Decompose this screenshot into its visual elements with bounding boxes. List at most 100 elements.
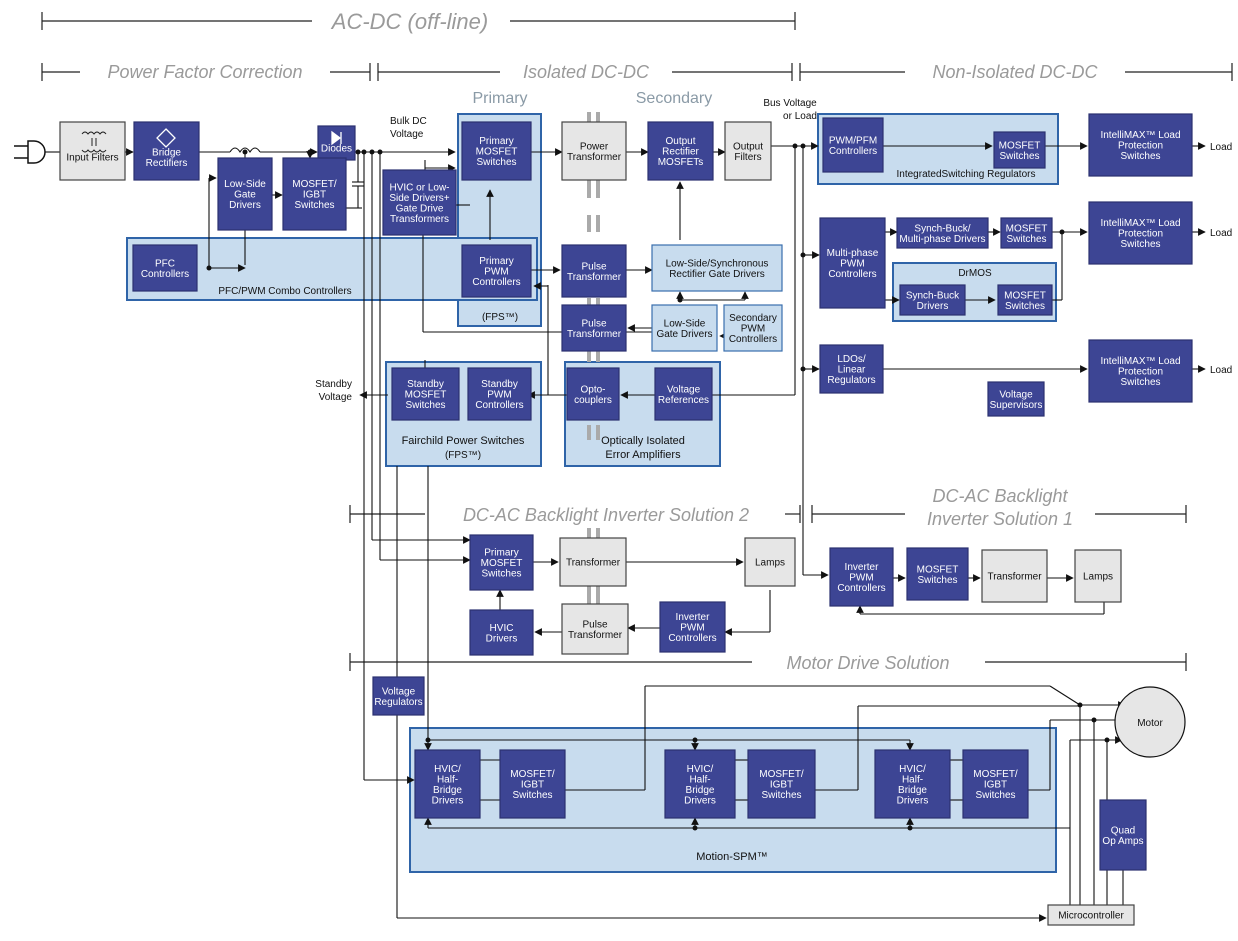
block-inv2-transformer-line-0: Transformer (566, 558, 621, 569)
block-intellimax-3-line-1: Protection (1118, 367, 1163, 378)
fairchild-switches-label-2: (FPS™) (445, 450, 481, 461)
block-low-side-gate-drivers-line-1: Gate (234, 190, 256, 201)
block-hvic-half-bridge-3-line-1: Half- (902, 774, 923, 785)
bridge-rectifier-icon (156, 128, 176, 148)
block-low-side-gate-drivers-2-line-0: Low-Side (664, 318, 706, 329)
block-hvic-half-bridge-3-line-0: HVIC/ (899, 764, 926, 775)
block-synch-buck-drivers-line-0: Synch-Buck (906, 290, 960, 301)
motor-label: Motor (1137, 718, 1163, 729)
block-primary-pwm-controllers-line-1: PWM (484, 267, 508, 278)
load-label-1: Load (1210, 142, 1232, 153)
block-hvic-half-bridge-1-line-0: HVIC/ (434, 764, 461, 775)
diode-icon (331, 130, 342, 146)
load-label-3: Load (1210, 365, 1232, 376)
ac-plug-icon (14, 140, 46, 164)
block-quad-op-amps-line-1: Op Amps (1102, 836, 1143, 847)
block-inv2-transformer: Transformer (559, 537, 627, 587)
title-isolated: Isolated DC-DC (523, 62, 650, 82)
block-mosfet-igbt-3-line-0: MOSFET/ (973, 769, 1018, 780)
opto-isolated-label-2: Error Amplifiers (605, 449, 681, 461)
block-mosfet-igbt-1-box (499, 749, 566, 819)
block-low-side-gate-drivers-2-box (651, 304, 718, 352)
block-inv2-primary-mosfet-line-0: Primary (484, 548, 518, 559)
block-primary-pwm-controllers-box (461, 244, 532, 298)
block-hvic-gate-drive-line-1: Side Drivers+ (389, 193, 449, 204)
block-intellimax-2-line-1: Protection (1118, 229, 1163, 240)
block-inv2-lamps: Lamps (744, 537, 796, 587)
block-intellimax-3-box (1088, 339, 1193, 403)
block-hvic-gate-drive-line-3: Transformers (390, 214, 449, 225)
block-inv2-pulse-transformer-box (561, 603, 629, 655)
block-inv1-transformer-line-0: Transformer (987, 572, 1042, 583)
light-blocks: Input FiltersPowerTransformerOutputFilte… (59, 121, 1135, 926)
block-voltage-references-line-1: References (658, 395, 709, 406)
block-voltage-regulators-box (372, 676, 425, 716)
block-mosfet-switches-mp-line-0: MOSFET (1006, 223, 1048, 234)
block-secondary-pwm-controllers-box (723, 304, 783, 352)
block-pulse-transformer-2-line-1: Transformer (567, 329, 622, 340)
block-mosfet-switches-mp-box (1000, 217, 1053, 249)
block-mosfet-igbt-2-line-1: IGBT (770, 780, 793, 791)
opto-isolated-label-1: Optically Isolated (601, 435, 685, 447)
block-mosfet-switches-isr-line-0: MOSFET (999, 140, 1041, 151)
block-microcontroller-box (1047, 904, 1135, 926)
block-inv2-inverter-pwm-line-1: PWM (680, 623, 704, 634)
block-inv2-lamps-box (744, 537, 796, 587)
block-standby-mosfet-switches-line-1: MOSFET (405, 390, 447, 401)
block-power-transformer-box (561, 121, 627, 181)
block-multiphase-pwm-line-1: PWM (840, 259, 864, 270)
block-synch-buck-multiphase-line-0: Synch-Buck/ (914, 223, 970, 234)
title-ac-dc: AC-DC (off-line) (330, 9, 488, 34)
block-pwm-pfm-controllers-box (822, 117, 884, 173)
block-ldos-line-2: Regulators (827, 375, 875, 386)
block-mosfet-switches-isr-box (993, 131, 1046, 169)
block-bridge-rectifiers-box (133, 121, 200, 181)
block-pfc-controllers-box (132, 244, 198, 292)
input-filter-symbol (81, 131, 107, 153)
dark-blocks: BridgeRectifiersDiodesLow-SideGateDriver… (132, 113, 1193, 871)
block-power-transformer-line-0: Power (580, 141, 609, 152)
group-labels: PFC/PWM Combo Controllers (FPS™) Integra… (218, 169, 1035, 863)
block-intellimax-1-box (1088, 113, 1193, 177)
block-mosfet-igbt-switches-line-2: Switches (294, 200, 334, 211)
section-rulers (41, 12, 1233, 671)
block-standby-mosfet-switches-box (391, 367, 460, 421)
block-mosfet-igbt-1-line-1: IGBT (521, 780, 544, 791)
block-mosfet-igbt-3-line-2: Switches (975, 790, 1015, 801)
block-mosfet-igbt-3-line-1: IGBT (984, 780, 1007, 791)
block-secondary-pwm-controllers-line-0: Secondary (729, 313, 777, 324)
block-voltage-supervisors-box (987, 381, 1045, 417)
block-quad-op-amps-line-0: Quad (1111, 825, 1135, 836)
block-mosfet-switches-drmos-box (997, 284, 1053, 316)
block-output-rectifier-mosfets-line-0: Output (665, 136, 695, 147)
block-inv1-mosfet-switches-box (906, 547, 969, 601)
connections (44, 142, 1206, 922)
block-intellimax-1-line-2: Switches (1120, 151, 1160, 162)
block-low-side-gate-drivers-box (217, 157, 273, 231)
block-synch-buck-drivers-box (899, 284, 966, 316)
block-intellimax-2-box (1088, 201, 1193, 265)
block-synch-buck-drivers-line-1: Drivers (917, 301, 949, 312)
block-mosfet-switches-isr-line-1: Switches (999, 151, 1039, 162)
block-voltage-regulators-line-0: Voltage (382, 686, 416, 697)
block-mosfet-igbt-3-box (962, 749, 1029, 819)
block-secondary-pwm-controllers-line-1: PWM (741, 324, 765, 335)
block-optocouplers: Opto-couplers (566, 367, 620, 421)
block-pulse-transformer-1-box (561, 244, 627, 298)
block-secondary-pwm-controllers-line-2: Controllers (729, 334, 777, 345)
block-bridge-rectifiers-line-0: Bridge (152, 147, 181, 158)
